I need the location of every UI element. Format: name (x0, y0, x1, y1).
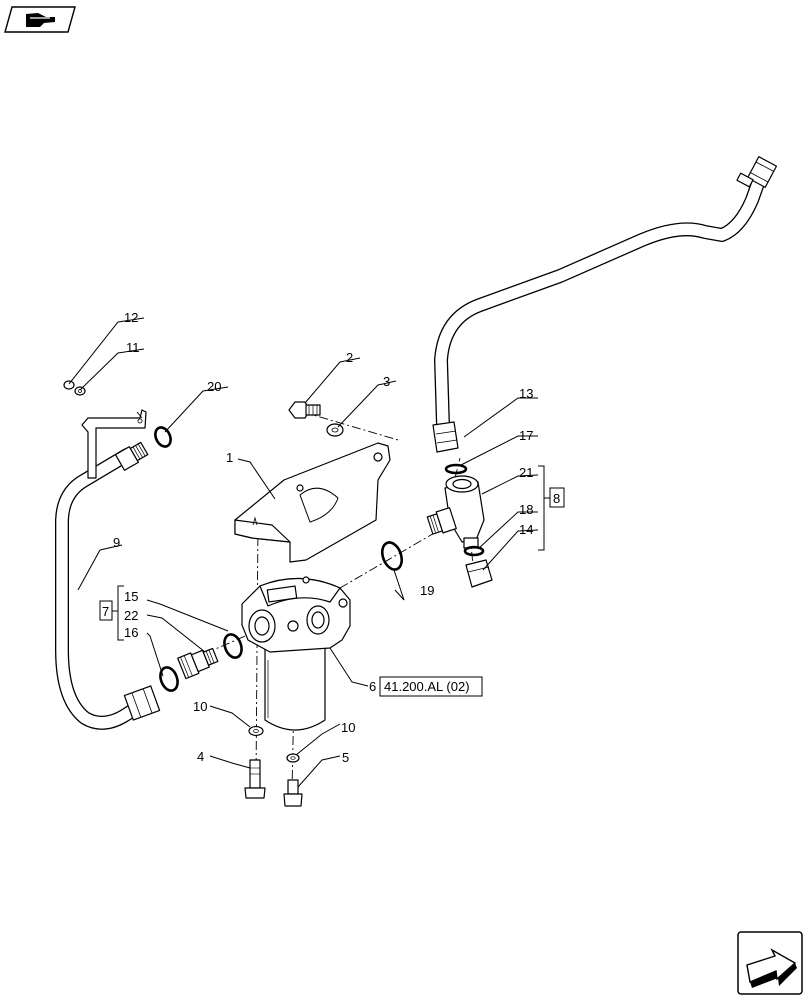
callout-1: 1 (226, 450, 233, 465)
leader-lines (68, 317, 539, 788)
callout-19: 19 (420, 583, 434, 598)
callout-17: 17 (519, 428, 533, 443)
left-tube-upper-fitting (114, 441, 149, 471)
nut-and-washer (63, 380, 86, 396)
washer-3 (326, 423, 344, 437)
callout-9: 9 (113, 535, 120, 550)
callout-21: 21 (519, 465, 533, 480)
callout-10-left: 10 (193, 699, 207, 714)
callout-22: 22 (124, 608, 138, 623)
mounting-bracket (234, 442, 391, 563)
callout-15: 15 (124, 589, 138, 604)
left-return-tube (55, 448, 137, 730)
group-label-7: 7 (102, 604, 109, 619)
tube-nut-13 (432, 421, 459, 453)
callout-6: 6 (369, 679, 376, 694)
book-hand-icon[interactable] (4, 6, 76, 33)
group-bracket-7 (99, 585, 124, 641)
group-box-8 (549, 487, 565, 508)
group-label-8: 8 (553, 491, 560, 506)
screw-5 (283, 779, 303, 807)
group-box-7 (99, 600, 113, 621)
tube-clamp-bracket (81, 409, 147, 479)
left-tube-lower-nut (123, 685, 161, 721)
callout-3: 3 (383, 374, 390, 389)
right-pressure-tube (434, 156, 778, 432)
callout-10-right: 10 (341, 720, 355, 735)
filter-assembly (241, 576, 351, 731)
callout-labels: 12 11 20 2 3 1 13 17 21 18 14 9 19 15 22… (102, 310, 560, 765)
bolt-2 (288, 401, 321, 419)
group-bracket-8 (538, 465, 565, 551)
callout-2: 2 (346, 350, 353, 365)
callout-14: 14 (519, 522, 533, 537)
callout-4: 4 (197, 749, 204, 764)
reference-box[interactable] (379, 676, 483, 697)
next-page-arrow-icon[interactable] (737, 931, 803, 995)
callout-18: 18 (519, 502, 533, 517)
adapter-fitting-22 (177, 647, 219, 680)
callout-11: 11 (126, 340, 140, 355)
tee-fitting-21 (426, 475, 485, 549)
washers-10 (248, 725, 300, 763)
callout-16: 16 (124, 625, 138, 640)
callout-20: 20 (207, 379, 221, 394)
screw-4 (244, 759, 266, 799)
callout-12: 12 (124, 310, 138, 325)
reference-label[interactable]: 41.200.AL (02) (384, 679, 470, 694)
o-rings (154, 426, 485, 692)
callout-13: 13 (519, 386, 533, 401)
callout-5: 5 (342, 750, 349, 765)
